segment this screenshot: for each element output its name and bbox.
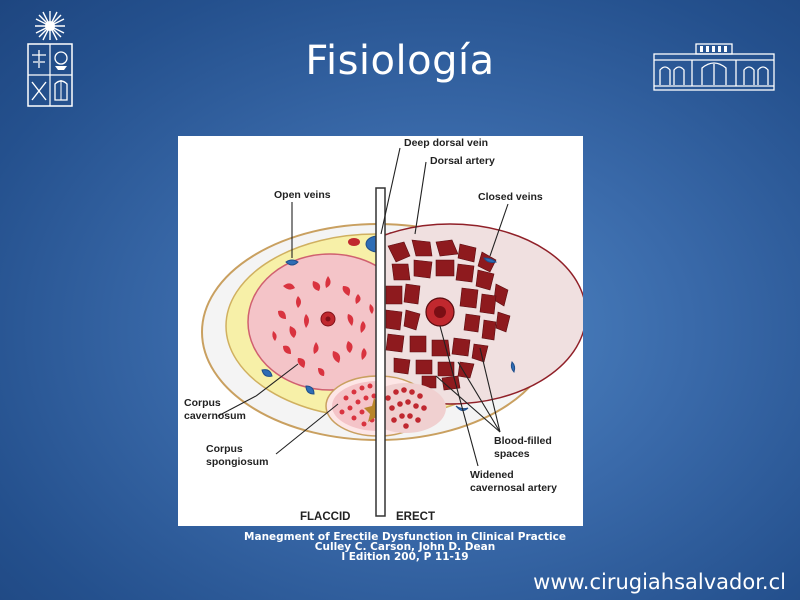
hospital-building-logo	[652, 40, 776, 92]
label-erect: ERECT	[396, 511, 435, 523]
open-vein	[261, 369, 273, 377]
university-seal-logo	[22, 10, 78, 110]
center-divider	[375, 187, 386, 517]
open-vein	[285, 259, 299, 266]
label-flaccid: FLACCID	[300, 511, 350, 523]
label-open-veins: Open veins	[274, 189, 331, 201]
label-blood-filled-spaces: spaces	[494, 448, 530, 460]
dorsal-artery	[348, 238, 360, 246]
label-corpus-cavernosum: cavernosum	[184, 410, 246, 422]
citation-title: Manegment of Erectile Dysfunction in Cli…	[244, 531, 566, 543]
citation: Manegment of Erectile Dysfunction in Cli…	[200, 531, 610, 563]
label-dorsal-artery: Dorsal artery	[430, 155, 495, 167]
penile-cross-section-diagram: Deep dorsal vein Dorsal artery Open vein…	[178, 136, 583, 526]
closed-vein	[483, 257, 497, 263]
label-closed-veins: Closed veins	[478, 191, 543, 203]
website-url: www.cirugiahsalvador.cl	[533, 570, 786, 594]
label-corpus-spongiosum: Corpus	[206, 443, 243, 455]
citation-authors: Culley C. Carson, John D. Dean	[314, 541, 496, 553]
label-deep-dorsal-vein: Deep dorsal vein	[404, 137, 488, 149]
label-widened-cavernosal-artery: cavernosal artery	[470, 482, 557, 494]
label-widened-cavernosal-artery: Widened	[470, 469, 514, 481]
label-corpus-cavernosum: Corpus	[184, 397, 221, 409]
slide-title: Fisiología	[305, 38, 495, 84]
label-blood-filled-spaces: Blood-filled	[494, 435, 552, 447]
open-vein	[305, 385, 315, 395]
citation-edition: l Edition 200, P 11-19	[341, 551, 469, 563]
label-corpus-spongiosum: spongiosum	[206, 456, 268, 468]
closed-vein	[510, 361, 516, 373]
closed-vein	[455, 405, 469, 412]
